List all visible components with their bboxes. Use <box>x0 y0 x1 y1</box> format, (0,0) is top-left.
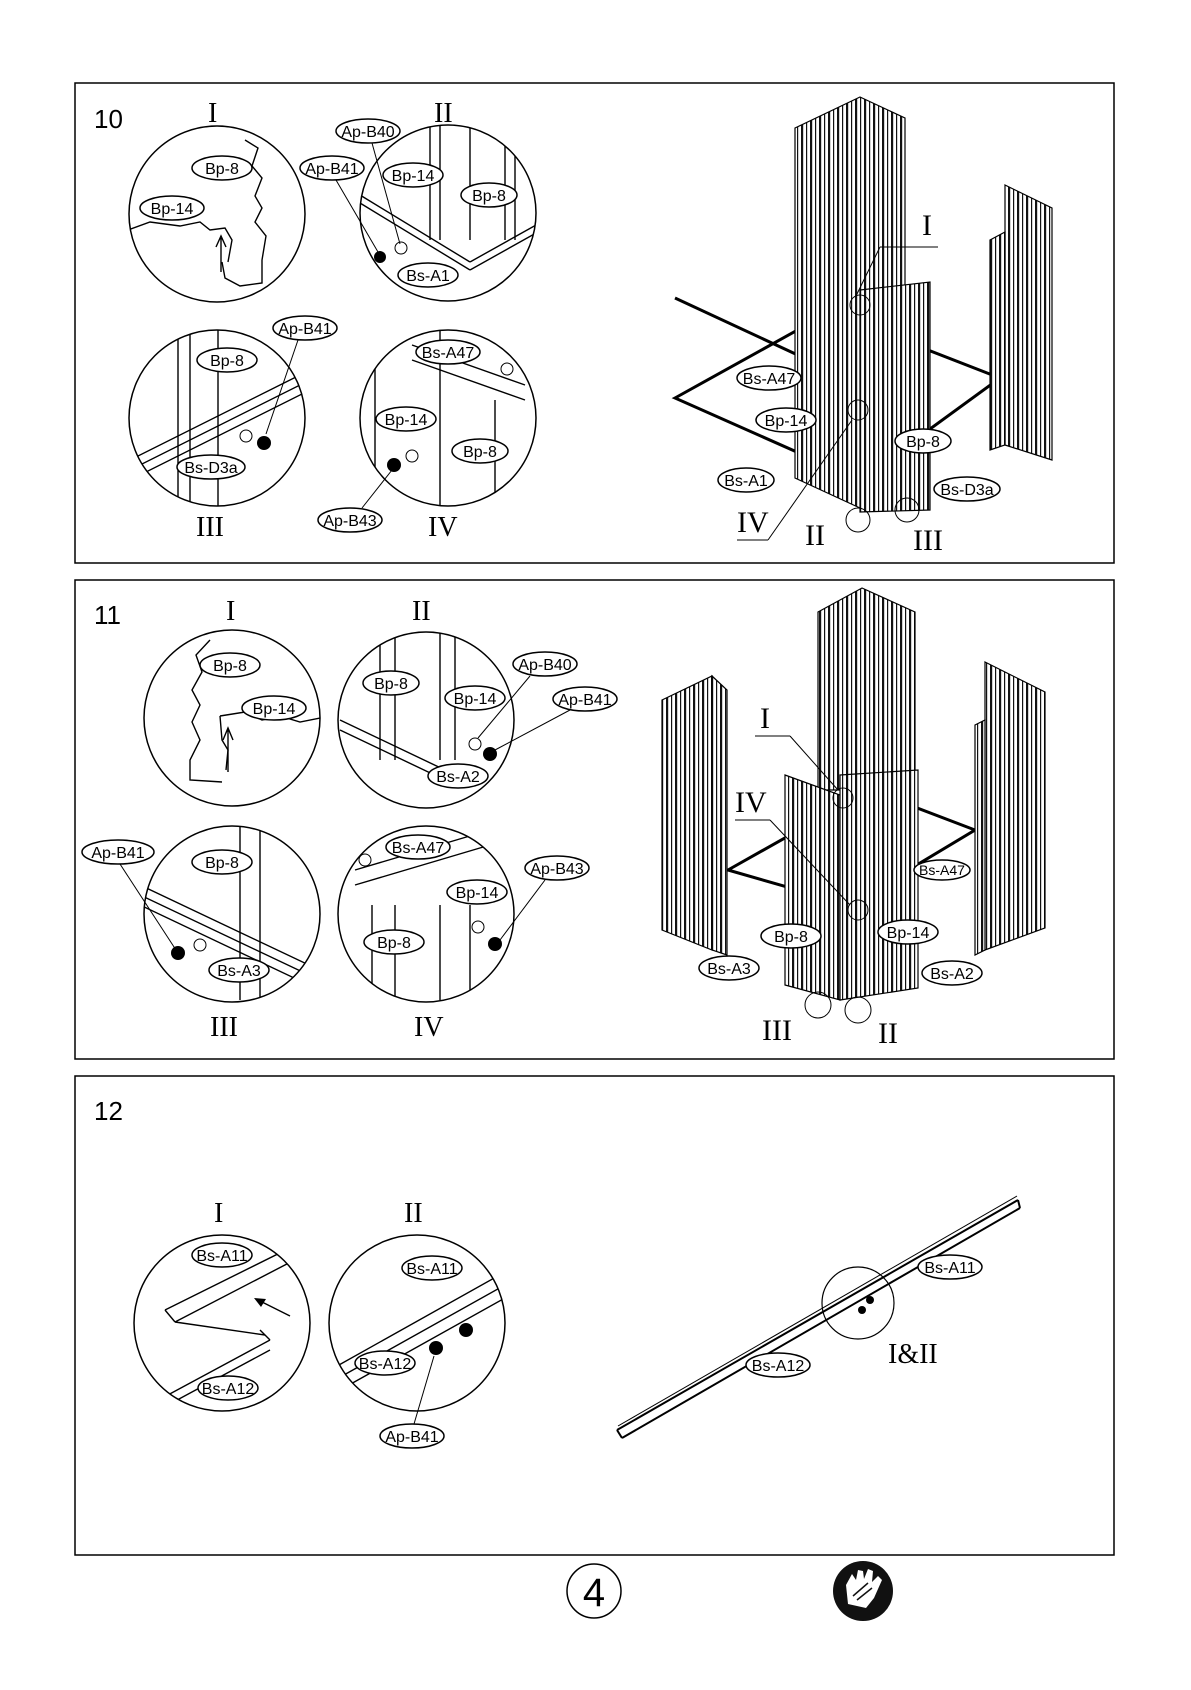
roman-label: III <box>210 1012 238 1043</box>
part-label: Bp-8 <box>205 161 239 178</box>
roman-label: I <box>208 98 217 129</box>
roman-label: I <box>760 702 770 735</box>
step-number: 11 <box>94 600 121 630</box>
page-number: 4 <box>583 1571 605 1615</box>
detail-circle-iv: IV Bs-A47 Bp-14 Bp-8 Ap-B43 <box>317 329 537 543</box>
part-label: Ap-B41 <box>305 161 358 178</box>
part-label: Ap-B41 <box>385 1429 438 1446</box>
roman-label: II <box>434 98 453 129</box>
part-label: Bs-A2 <box>930 966 974 983</box>
part-label: Ap-B41 <box>91 845 144 862</box>
roman-label: II <box>805 519 825 552</box>
part-label: Ap-B40 <box>341 124 394 141</box>
part-label: Bp-14 <box>392 168 435 185</box>
part-label: Bs-A12 <box>752 1358 805 1375</box>
part-label: Bp-8 <box>205 855 239 872</box>
detail-circle-ii: II Bs-A11 Bs-A12 Ap-B41 <box>328 1198 506 1449</box>
detail-circle-i: I Bs-A11 Bs-A12 <box>133 1198 311 1412</box>
detail-circle-iv: IV Bs-A47 Bp-14 Ap-B43 Bp-8 <box>337 825 590 1043</box>
part-label: Bp-14 <box>765 413 808 430</box>
part-label: Bp-14 <box>385 412 428 429</box>
part-label: Bs-A2 <box>436 769 480 786</box>
part-label: Bp-8 <box>374 676 408 693</box>
part-label: Bp-8 <box>774 929 808 946</box>
roman-label: IV <box>414 1012 444 1043</box>
step-10-panel: 10 I Bp-8 Bp-14 <box>74 82 1115 564</box>
roman-label: I <box>922 209 932 242</box>
part-label: Bp-8 <box>377 935 411 952</box>
roman-label: III <box>196 512 224 543</box>
part-label: Bs-D3a <box>940 482 993 499</box>
part-label: Bs-D3a <box>184 460 237 477</box>
part-label: Bs-A3 <box>707 961 751 978</box>
part-label: Bs-A1 <box>724 473 768 490</box>
part-label: Ap-B43 <box>530 861 583 878</box>
detail-circle-ii: II Ap-B40 Ap-B41 Bp-14 Bp-8 Bs-A1 <box>299 98 537 302</box>
part-label: Bs-A11 <box>924 1260 975 1277</box>
part-label: Bp-14 <box>253 701 296 718</box>
part-label: Bs-A47 <box>743 371 796 388</box>
part-label: Bs-A47 <box>919 862 965 878</box>
roman-label: IV <box>428 512 458 543</box>
part-label: Bs-A1 <box>406 268 450 285</box>
part-label: Bs-A47 <box>422 345 475 362</box>
assembly-drawing-12 <box>616 1195 1021 1439</box>
roman-label: I <box>226 596 235 627</box>
part-label: Ap-B40 <box>518 657 571 674</box>
part-label: Bs-A12 <box>359 1356 412 1373</box>
roman-label: I <box>214 1198 223 1229</box>
part-label: Bp-14 <box>454 691 497 708</box>
roman-label: II <box>404 1198 423 1229</box>
roman-label: II <box>878 1017 898 1050</box>
roman-label: II <box>412 596 431 627</box>
roman-label: I&II <box>888 1339 938 1370</box>
part-label: Bs-A11 <box>406 1261 457 1278</box>
detail-circle-iii: III Ap-B41 Bp-8 Bs-A3 <box>81 825 321 1043</box>
detail-circle-iii: III Ap-B41 Bp-8 Bs-D3a <box>128 315 338 543</box>
part-label: Bp-14 <box>151 201 194 218</box>
part-label: Bs-A11 <box>196 1248 247 1265</box>
step-number: 10 <box>94 104 123 134</box>
detail-circle-ii: II Ap-B40 Bp-8 Bp-14 Ap-B41 Bs-A2 <box>337 596 618 809</box>
part-label: Bp-8 <box>906 434 940 451</box>
part-label: Bp-8 <box>210 353 244 370</box>
step-11-panel: 11 I Bp-8 Bp-14 <box>74 579 1115 1060</box>
part-label: Bs-A47 <box>392 840 445 857</box>
glove-icon <box>833 1561 893 1621</box>
roman-label: IV <box>737 506 769 539</box>
part-label: Bp-8 <box>463 444 497 461</box>
part-label: Bp-8 <box>472 188 506 205</box>
part-label: Ap-B43 <box>323 513 376 530</box>
part-label: Bp-8 <box>213 658 247 675</box>
part-label: Bs-A3 <box>217 963 261 980</box>
step-number: 12 <box>94 1096 123 1126</box>
page-number-badge: 4 <box>566 1563 622 1619</box>
part-label: Ap-B41 <box>278 321 331 338</box>
part-label: Bp-14 <box>887 925 930 942</box>
roman-label: III <box>913 524 943 557</box>
step-12-panel: 12 I Bs-A11 Bs-A12 <box>74 1075 1115 1556</box>
detail-circle-i: I Bp-8 Bp-14 <box>143 596 321 807</box>
part-label: Ap-B41 <box>558 692 611 709</box>
roman-label: IV <box>735 786 767 819</box>
part-label: Bs-A12 <box>202 1381 255 1398</box>
roman-label: III <box>762 1014 792 1047</box>
part-label: Bp-14 <box>456 885 499 902</box>
detail-circle-i: I Bp-8 Bp-14 <box>128 98 306 303</box>
